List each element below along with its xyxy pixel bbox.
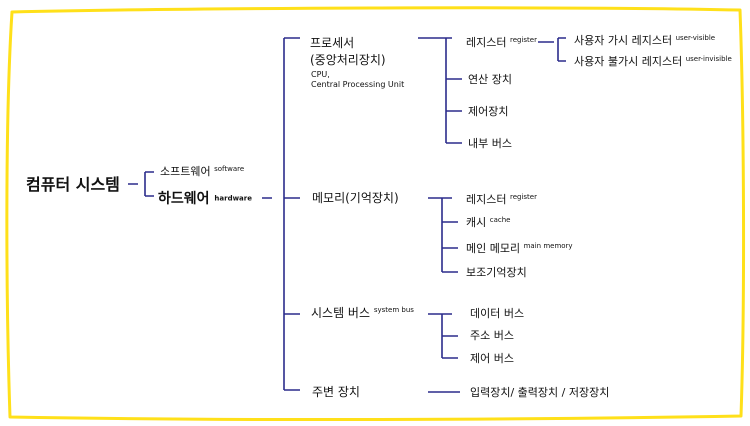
connector-system-bus xyxy=(428,313,458,359)
control-unit-node: 제어장치 xyxy=(468,105,509,118)
system-bus-label: 시스템 버스 xyxy=(311,306,371,320)
cache-node: 캐시 cache xyxy=(466,216,511,229)
user-visible-register-label: 사용자 가시 레지스터 xyxy=(574,34,673,47)
root-label: 컴퓨터 시스템 xyxy=(26,175,120,194)
connector-hardware xyxy=(262,37,300,391)
processor-en-line2: Central Processing Unit xyxy=(311,80,405,89)
control-bus-node: 제어 버스 xyxy=(470,352,514,365)
user-visible-register-en: user-visible xyxy=(675,34,716,42)
processor-register-label: 레지스터 xyxy=(466,36,507,49)
software-en: software xyxy=(214,165,245,173)
processor-label-line1: 프로세서 xyxy=(310,36,355,50)
hardware-label: 하드웨어 xyxy=(158,191,210,207)
processor-register-node: 레지스터 register xyxy=(466,36,537,49)
user-visible-register-node: 사용자 가시 레지스터 user-visible xyxy=(574,34,716,47)
cache-label: 캐시 xyxy=(466,216,487,229)
processor-node: 프로세서 (중앙처리장치) xyxy=(310,35,386,70)
connector-memory xyxy=(428,197,458,273)
peripheral-node: 주변 장치 xyxy=(312,385,360,399)
memory-register-en: register xyxy=(509,193,537,201)
main-memory-label: 메인 메모리 xyxy=(466,242,521,255)
secondary-storage-node: 보조기억장치 xyxy=(466,266,527,279)
processor-label-line2: (중앙처리장치) xyxy=(310,53,386,68)
user-invisible-register-en: user-invisible xyxy=(685,55,732,63)
hardware-en: hardware xyxy=(214,194,252,203)
frame-outline xyxy=(5,6,746,422)
system-bus-node: 시스템 버스 system bus xyxy=(311,306,414,320)
main-memory-en: main memory xyxy=(523,242,573,250)
connector-register-types xyxy=(538,37,566,62)
main-memory-node: 메인 메모리 main memory xyxy=(466,242,573,255)
user-invisible-register-label: 사용자 불가시 레지스터 xyxy=(574,55,683,68)
connector-processor xyxy=(418,37,462,144)
data-bus-node: 데이터 버스 xyxy=(470,307,525,320)
processor-register-en: register xyxy=(509,36,537,44)
connector-root xyxy=(128,171,154,197)
memory-node: 메모리(기억장치) xyxy=(312,191,399,205)
memory-register-node: 레지스터 register xyxy=(466,193,537,206)
processor-en-line1: CPU, xyxy=(311,70,330,79)
memory-register-label: 레지스터 xyxy=(466,193,507,206)
address-bus-node: 주소 버스 xyxy=(470,329,514,342)
hardware-node: 하드웨어 hardware xyxy=(158,192,252,206)
user-invisible-register-node: 사용자 불가시 레지스터 user-invisible xyxy=(574,55,732,68)
software-label: 소프트웨어 xyxy=(160,165,211,178)
io-storage-node: 입력장치/ 출력장치 / 저장장치 xyxy=(470,386,610,399)
software-node: 소프트웨어 software xyxy=(160,165,245,178)
system-bus-en: system bus xyxy=(373,306,414,314)
alu-node: 연산 장치 xyxy=(468,73,512,86)
internal-bus-node: 내부 버스 xyxy=(468,137,512,150)
processor-en: CPU, Central Processing Unit xyxy=(311,70,404,90)
cache-en: cache xyxy=(489,216,511,224)
